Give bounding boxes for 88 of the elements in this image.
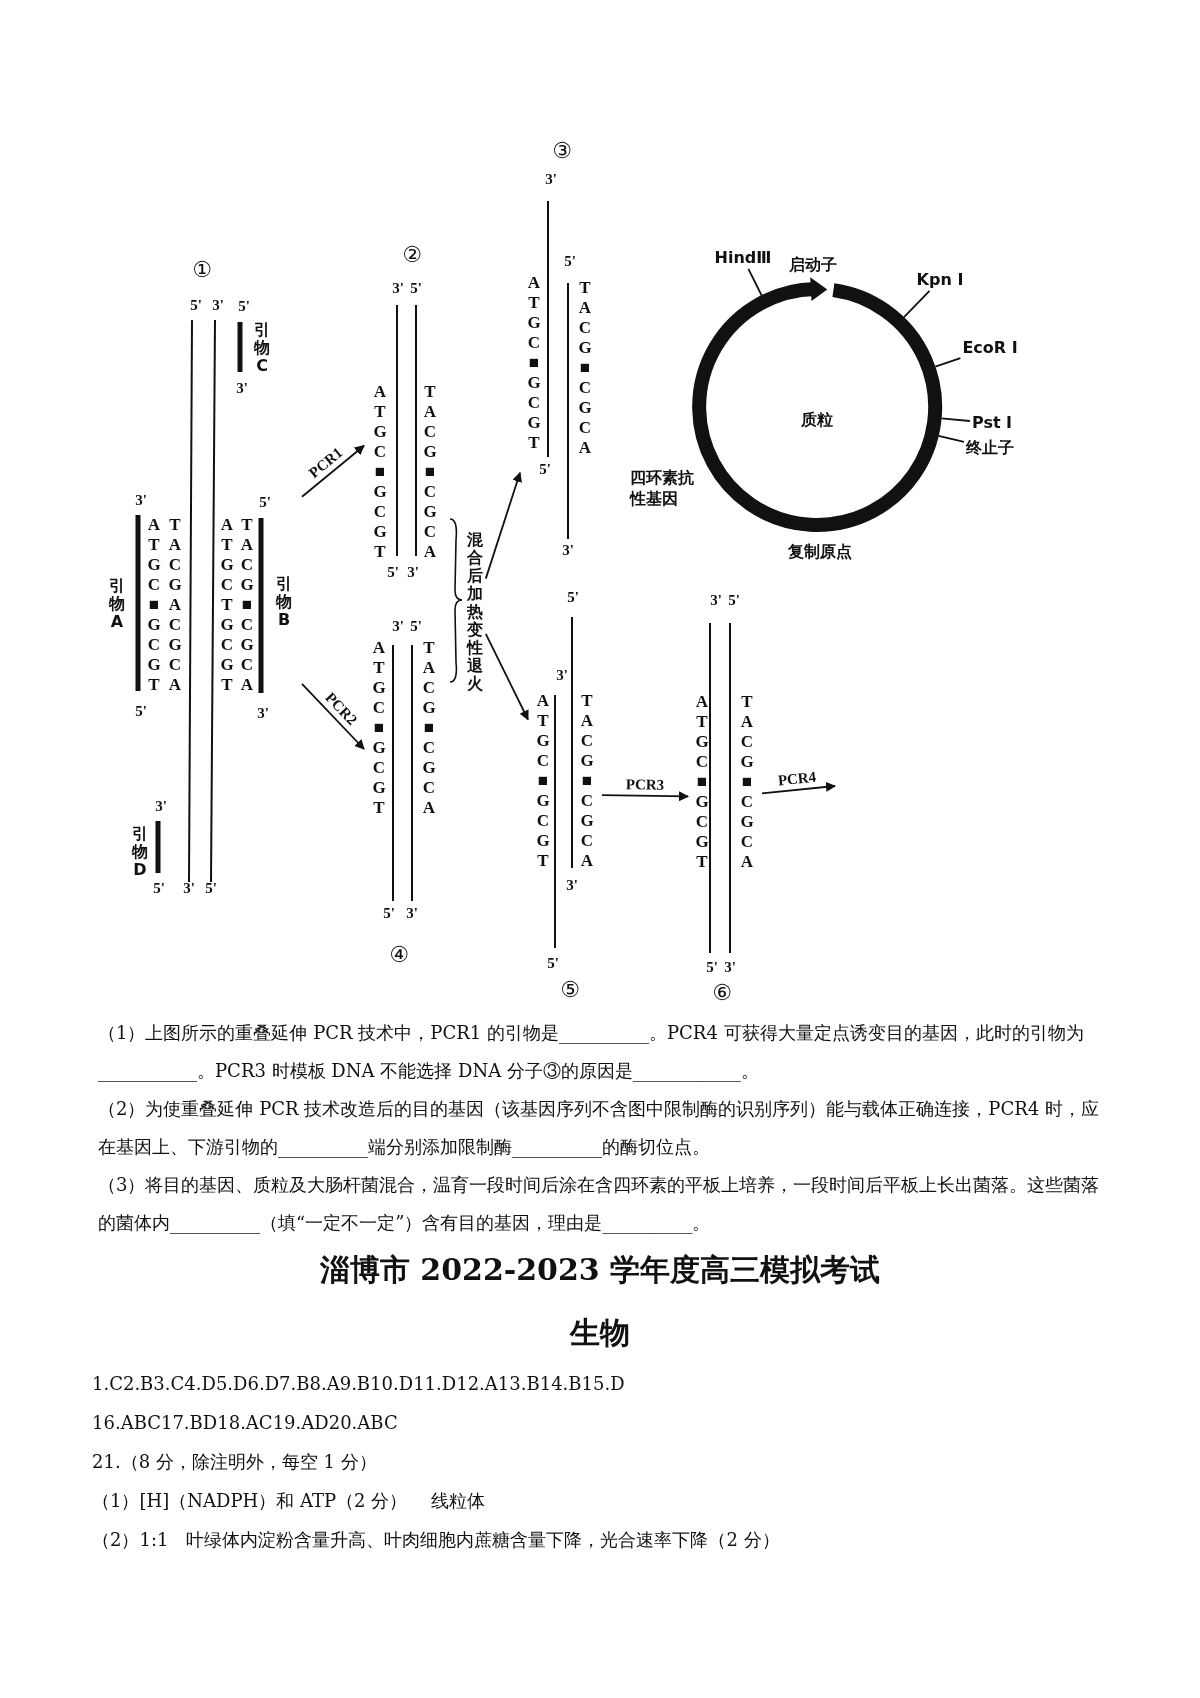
circled-number: ⑤: [560, 979, 580, 1001]
strand-end-label: 5': [259, 494, 271, 510]
leader-line: [937, 434, 965, 443]
strand-end-label: 3': [183, 880, 195, 896]
answer-text: 21.（8 分，除注明外，每空 1 分）: [92, 1450, 377, 1474]
answer-text: 16.ABC17.BD18.AC19.AD20.ABC: [92, 1411, 398, 1435]
site-label: HindⅢ: [714, 249, 772, 267]
site-label: EcoR Ⅰ: [962, 339, 1018, 357]
strand-end-label: 3': [556, 667, 568, 683]
strand-end-label: 5': [190, 297, 202, 313]
base-sequence: ATGC■GCGT: [535, 691, 551, 871]
primer-label: 引物C: [253, 321, 271, 375]
circled-number: ③: [552, 140, 572, 162]
strand-end-label: 3': [212, 297, 224, 313]
exam-heading: 淄博市 2022-2023 学年度高三模拟考试: [319, 1250, 881, 1289]
leader-line: [903, 289, 931, 319]
primer-label: 引物B: [275, 575, 293, 629]
strand-end-label: 3': [257, 705, 269, 721]
site-label: 终止子: [966, 439, 1014, 457]
base-sequence: TACG■CGCA: [579, 691, 595, 871]
strand-end-label: 5': [238, 298, 250, 314]
question-text: （1）上图所示的重叠延伸 PCR 技术中，PCR1 的引物是__________。PCR4 可获得大量定点诱变目的基因，此时的引物为___________。PCR3 时模板 DNA 不能选择 DNA 分子③的原因是____________。: [98, 1021, 1085, 1084]
arrow: [601, 791, 689, 802]
part-label: 启动子: [789, 256, 837, 274]
step-label: 混合后加热变性退火: [466, 531, 484, 693]
answer-text: （1）[H]（NADPH）和 ATP（2 分） 线粒体: [92, 1489, 485, 1513]
question-text: （3）将目的基因、质粒及大肠杆菌混合，温育一段时间后涂在含四环素的平板上培养，一段时间后平板上长出菌落。这些菌落的菌体内__________（填“一定不一定”）含有目的基因，理由是__________。: [98, 1173, 1101, 1236]
circled-number: ②: [402, 244, 422, 266]
strand-end-label: 3': [407, 564, 419, 580]
part-label: 复制原点: [788, 543, 852, 561]
strand-end-label: 3': [392, 280, 404, 296]
leader-line: [747, 267, 763, 296]
strand-end-label: 3': [562, 542, 574, 558]
base-sequence: ATGC■GCGT: [694, 692, 710, 872]
answer-text: 1.C2.B3.C4.D5.D6.D7.B8.A9.B10.D11.D12.A13.B14.B15.D: [92, 1372, 625, 1396]
site-label: Kpn Ⅰ: [916, 271, 964, 289]
base-sequence: ATGC■GCGT: [146, 515, 162, 695]
strand-end-label: 5': [706, 959, 718, 975]
strand-end-label: 5': [205, 880, 217, 896]
strand-end-label: 5': [564, 253, 576, 269]
base-sequence: TACG■CGCA: [421, 638, 437, 818]
strand-end-label: 3': [155, 798, 167, 814]
arrow: [484, 633, 529, 721]
subject-heading: 生物: [570, 1313, 630, 1352]
strand-end-label: 5': [410, 280, 422, 296]
base-sequence: TACG■CGCA: [422, 382, 438, 562]
arrow: [301, 444, 365, 498]
strand-end-label: 5': [153, 880, 165, 896]
strand-end-label: 5': [387, 564, 399, 580]
leader-line: [934, 357, 962, 368]
strand-end-label: 3': [135, 492, 147, 508]
primer-label: 引物A: [108, 577, 126, 631]
strand-end-label: 5': [410, 618, 422, 634]
base-sequence: ATGC■GCGT: [371, 638, 387, 818]
strand-end-label: 3': [545, 171, 557, 187]
base-sequence: TACG■CGCA: [577, 278, 593, 458]
circled-number: ①: [192, 259, 212, 281]
base-sequence: TACG■CGCA: [239, 515, 255, 695]
question-text: （2）为使重叠延伸 PCR 技术改造后的目的基因（该基因序列不含图中限制酶的识别序列）能与载体正确连接，PCR4 时，应在基因上、下游引物的__________端分别添加限制酶__________的酶切位点。: [98, 1097, 1100, 1160]
answer-text: （2）1:1 叶绿体内淀粉含量升高、叶肉细胞内蔗糖含量下降，光合速率下降（2 分）: [92, 1528, 780, 1552]
base-sequence: ATGC■GCGT: [526, 273, 542, 453]
primer-label: 引物D: [131, 825, 149, 879]
strand-end-label: 3': [392, 618, 404, 634]
strand-end-label: 5': [383, 905, 395, 921]
circled-number: ④: [389, 944, 409, 966]
leader-line: [940, 417, 971, 422]
strand-end-label: 5': [728, 592, 740, 608]
base-sequence: TACG■CGCA: [739, 692, 755, 872]
site-label: Pst Ⅰ: [971, 414, 1013, 432]
edge-label: PCR3: [623, 776, 667, 793]
base-sequence: ATGC■GCGT: [372, 382, 388, 562]
arrow: [301, 683, 365, 750]
base-sequence: TACGACGCA: [167, 515, 183, 695]
strand-end-label: 5': [567, 589, 579, 605]
strand-end-label: 3': [724, 959, 736, 975]
arrow: [761, 781, 836, 795]
strand-end-label: 5': [539, 461, 551, 477]
strand-end-label: 3': [566, 877, 578, 893]
arrow: [484, 471, 522, 580]
plasmid-label: 质粒: [801, 411, 833, 429]
strand-end-label: 5': [547, 955, 559, 971]
base-sequence: ATGCTGCGT: [219, 515, 235, 695]
strand-end-label: 5': [135, 703, 147, 719]
part-label: 四环素抗性基因: [630, 467, 696, 509]
circled-number: ⑥: [712, 982, 732, 1004]
strand-end-label: 3': [236, 380, 248, 396]
strand-end-label: 3': [710, 592, 722, 608]
strand-end-label: 3': [406, 905, 418, 921]
